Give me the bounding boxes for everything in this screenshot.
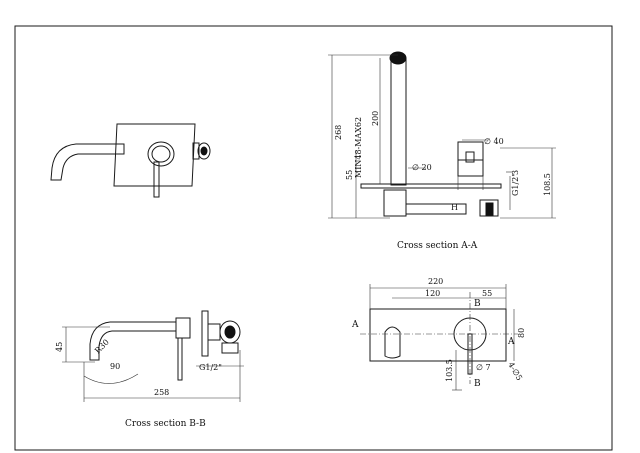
perspective-view — [50, 123, 211, 198]
dim-depth: 103.5 — [445, 359, 454, 382]
drawing-frame — [14, 25, 613, 451]
dim-spout-dia: ∅ 20 — [412, 163, 432, 172]
caption-section-bb: Cross section B-B — [125, 419, 206, 429]
dim-body-height: 108.5 — [543, 173, 552, 196]
dim-radius: R30 — [93, 338, 111, 356]
dim-thread-top: G1/2" — [511, 173, 520, 196]
front-view — [360, 284, 518, 391]
section-marker-b-top: B — [474, 299, 481, 309]
marker-h: H — [451, 203, 458, 212]
section-bb-view — [62, 310, 244, 402]
dim-handle-dia: ∅ 40 — [484, 137, 504, 146]
dim-wall-range: MIN48-MAX62 — [354, 117, 363, 178]
dim-offset-55b: 55 — [482, 289, 492, 298]
dim-half-120: 120 — [425, 289, 440, 298]
section-marker-a-right: A — [507, 337, 515, 347]
dim-offset-55: 55 — [345, 170, 354, 180]
dim-total-height: 268 — [334, 125, 343, 140]
section-marker-b-bottom: B — [474, 379, 481, 389]
dim-length: 258 — [154, 388, 169, 397]
dim-spout-height: 200 — [371, 111, 380, 126]
section-marker-a-left: A — [351, 320, 359, 330]
dim-hole-dia: ∅ 7 — [476, 363, 491, 372]
dim-step: 3 — [511, 170, 520, 175]
dim-angle: 90 — [110, 362, 120, 371]
dim-height-45: 45 — [55, 342, 64, 352]
dim-holes: 4-∅5 — [506, 361, 524, 383]
dim-width-220: 220 — [428, 277, 443, 286]
section-aa-view — [328, 51, 556, 219]
caption-section-aa: Cross section A-A — [397, 241, 478, 251]
dim-height-80: 80 — [517, 328, 526, 338]
dim-thread-bottom: G1/2" — [199, 363, 222, 372]
